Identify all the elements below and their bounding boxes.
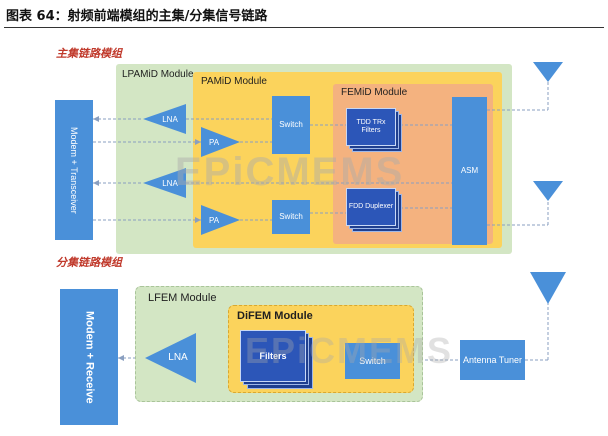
section-label-main: 主集链路模组 xyxy=(56,47,122,60)
lna-diversity-label: LNA xyxy=(168,351,188,363)
lna-bottom-shape xyxy=(143,168,186,198)
pa-top-label: PA xyxy=(208,137,220,147)
modem-transceiver-block: Modem + Transceiver xyxy=(55,100,93,240)
lfem-label: LFEM Module xyxy=(148,292,217,304)
figure-title: 图表 64：射频前端模组的主集/分集信号链路 xyxy=(6,9,268,24)
switch-bottom-label: Switch xyxy=(279,212,303,222)
antenna-diversity-icon xyxy=(530,272,566,304)
watermark-top: EPiCMEMS xyxy=(175,150,405,194)
femid-label: FEMiD Module xyxy=(341,87,408,98)
filters-label: Filters xyxy=(259,350,287,361)
pa-bottom-shape xyxy=(201,205,240,235)
switch-diversity-label: Switch xyxy=(359,355,386,366)
watermark-bottom: EPiCMEMS xyxy=(245,330,454,371)
asm-label: ASM xyxy=(460,166,479,176)
modem-transceiver-label: Modem + Transceiver xyxy=(69,126,80,214)
antenna-tuner-block: Antenna Tuner xyxy=(460,340,525,380)
fdd-duplexer-label: FDD Duplexer xyxy=(348,202,394,210)
antenna-tuner-label: Antenna Tuner xyxy=(462,354,523,365)
switch-bottom-block: Switch xyxy=(272,200,310,234)
pa-bottom-label: PA xyxy=(208,215,220,225)
fdd-duplexer-stack: FDD Duplexer xyxy=(346,188,402,232)
pamid-label: PAMiD Module xyxy=(201,76,267,87)
lna-top-shape xyxy=(143,104,186,134)
difem-label: DiFEM Module xyxy=(237,310,313,322)
antenna-bottom-icon xyxy=(533,181,563,201)
tdd-filter-label: TDD TRx Filters xyxy=(356,118,386,134)
switch-top-label: Switch xyxy=(279,120,303,130)
filters-stack: Filters xyxy=(240,330,313,389)
section-label-diversity: 分集链路模组 xyxy=(56,256,122,269)
modem-receive-block: Modem + Receive xyxy=(60,289,118,425)
title-rule xyxy=(4,27,604,28)
lna-diversity-shape xyxy=(145,333,196,383)
lna-bottom-label: LNA xyxy=(162,178,178,188)
switch-diversity-block: Switch xyxy=(345,343,400,379)
asm-block: ASM xyxy=(452,97,487,245)
tdd-filter-stack: TDD TRx Filters xyxy=(346,108,402,152)
switch-top-block: Switch xyxy=(272,96,310,154)
antenna-top-icon xyxy=(533,62,563,82)
lpamid-label: LPAMiD Module xyxy=(122,69,194,80)
lna-top-label: LNA xyxy=(162,114,178,124)
pa-top-shape xyxy=(201,127,240,157)
modem-receive-label: Modem + Receive xyxy=(83,310,96,404)
